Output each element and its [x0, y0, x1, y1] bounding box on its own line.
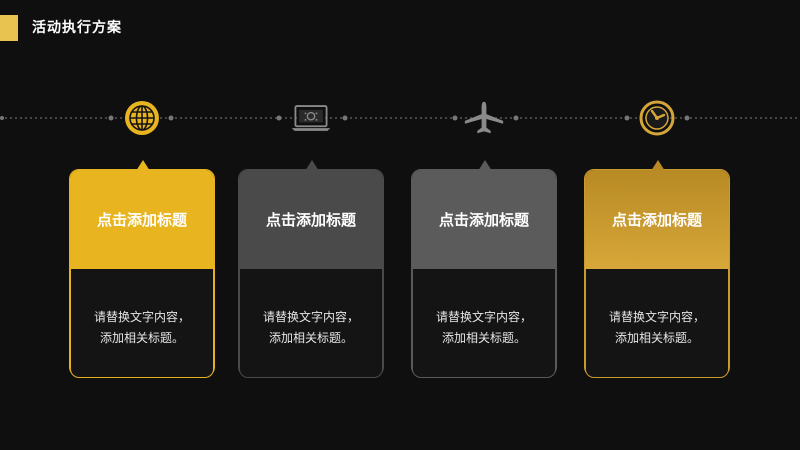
card-1: 点击添加标题 请替换文字内容， 添加相关标题。: [69, 160, 215, 378]
card-body: 请替换文字内容， 添加相关标题。: [412, 269, 556, 378]
timeline-dot: [513, 115, 519, 121]
timeline-dot: [276, 115, 282, 121]
card-heading[interactable]: 点击添加标题: [585, 170, 729, 269]
timeline-dot: [452, 115, 458, 121]
timeline-dot: [624, 115, 630, 121]
card-pointer: [651, 160, 665, 171]
card-text-line-2[interactable]: 添加相关标题。: [614, 331, 699, 345]
airplane-icon: [462, 96, 506, 140]
card-body: 请替换文字内容， 添加相关标题。: [239, 269, 383, 378]
card-heading[interactable]: 点击添加标题: [239, 170, 383, 269]
timeline-dot: [168, 115, 174, 121]
card-2: 点击添加标题 请替换文字内容， 添加相关标题。: [238, 160, 384, 378]
card-pointer: [136, 160, 150, 171]
card-text-line-1[interactable]: 请替换文字内容，: [93, 310, 190, 324]
card-3: 点击添加标题 请替换文字内容， 添加相关标题。: [411, 160, 557, 378]
card-text-line-2[interactable]: 添加相关标题。: [268, 331, 353, 345]
card-text-line-2[interactable]: 添加相关标题。: [99, 331, 184, 345]
card-body: 请替换文字内容， 添加相关标题。: [585, 269, 729, 378]
card-heading[interactable]: 点击添加标题: [70, 170, 214, 269]
card-heading[interactable]: 点击添加标题: [412, 170, 556, 269]
card-text-line-1[interactable]: 请替换文字内容，: [608, 310, 705, 324]
slide-title[interactable]: 活动执行方案: [32, 20, 122, 36]
timeline-dot: [108, 115, 114, 121]
card-pointer: [305, 160, 319, 171]
card-pointer: [478, 160, 492, 171]
timeline-dot: [342, 115, 348, 121]
laptop-icon: [289, 96, 333, 140]
card-4: 点击添加标题 请替换文字内容， 添加相关标题。: [584, 160, 730, 378]
timeline-dot: [684, 115, 690, 121]
timeline-dot: [0, 116, 4, 120]
card-text-line-2[interactable]: 添加相关标题。: [441, 331, 526, 345]
clock-icon: [635, 96, 679, 140]
card-body: 请替换文字内容， 添加相关标题。: [70, 269, 214, 378]
card-text-line-1[interactable]: 请替换文字内容，: [262, 310, 359, 324]
globe-icon: [120, 96, 164, 140]
title-accent-bar: [0, 15, 18, 41]
card-text-line-1[interactable]: 请替换文字内容，: [435, 310, 532, 324]
